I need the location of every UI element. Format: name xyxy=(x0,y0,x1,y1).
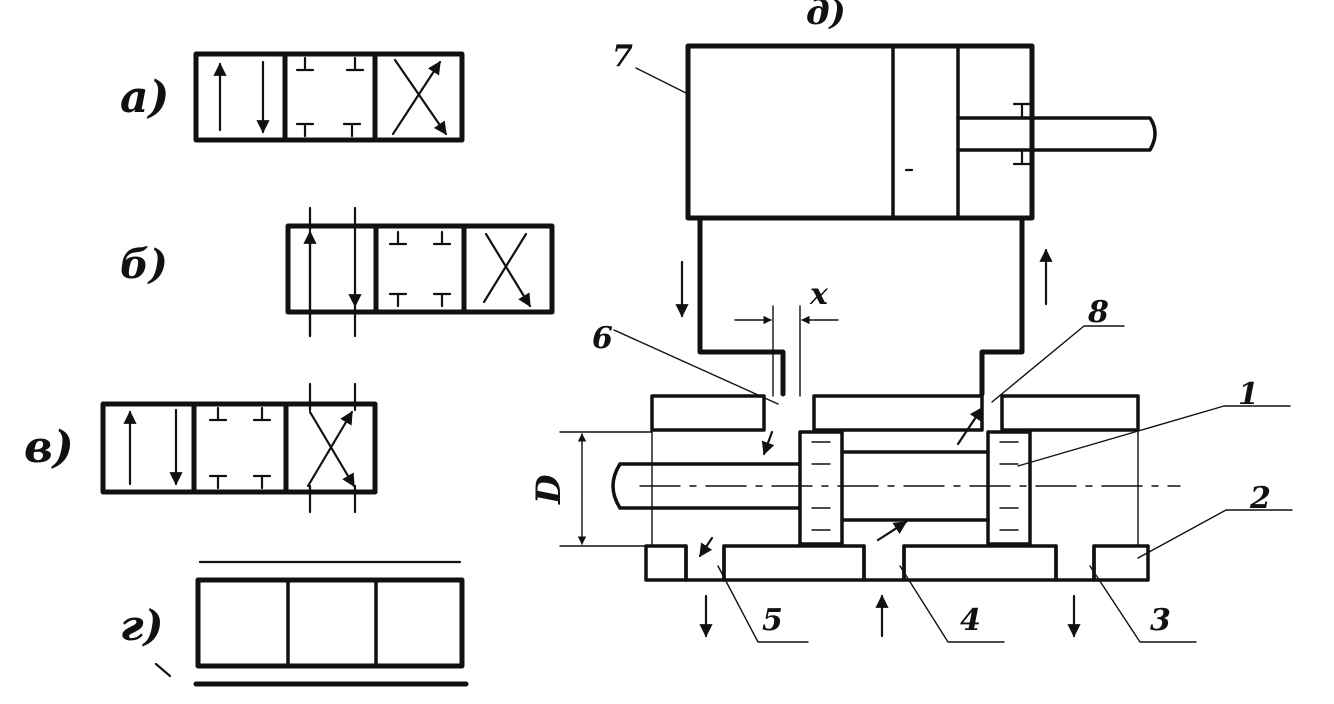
hydraulic-cylinder: д) 7 xyxy=(612,0,1157,397)
valve-housing xyxy=(644,394,1150,582)
stray-mark xyxy=(154,662,172,678)
symbol-g: г) xyxy=(120,560,469,687)
symbol-g-frame xyxy=(195,577,465,669)
cross-arrow-icon xyxy=(306,410,354,488)
dimension-x-label: x xyxy=(809,277,829,312)
label-v: в) xyxy=(24,422,74,473)
flow-arrow-icon xyxy=(761,430,775,456)
spool xyxy=(611,406,1181,558)
symbol-a: а) xyxy=(120,51,465,143)
leader-6 xyxy=(613,329,779,405)
spool-land-left xyxy=(798,430,844,546)
flow-arrow-icon xyxy=(876,520,908,542)
leader-7 xyxy=(635,67,689,95)
callout-4: 4 xyxy=(960,603,981,638)
housing-wall xyxy=(1092,544,1150,582)
callout-1: 1 xyxy=(1238,377,1259,412)
piston-rod xyxy=(956,116,1157,152)
blocked-port-icon xyxy=(208,406,272,490)
blocked-port-icon xyxy=(295,56,365,138)
dimension-x: x xyxy=(734,277,839,397)
callout-5: 5 xyxy=(762,603,783,638)
spool-stem xyxy=(611,462,802,510)
cross-arrow-icon xyxy=(482,232,528,304)
label-b: б) xyxy=(120,241,168,288)
rod-seal-icon xyxy=(1012,102,1032,166)
dimension-d-label: D xyxy=(529,474,569,505)
symbol-a-frame xyxy=(193,51,465,143)
land-hatching xyxy=(811,441,1019,531)
spool-land-right xyxy=(986,430,1032,546)
pipe-right xyxy=(979,215,1025,397)
flow-arrow-icon xyxy=(698,536,714,558)
symbol-b: б) xyxy=(120,206,555,338)
housing-wall xyxy=(812,394,984,432)
symbol-v-frame xyxy=(100,401,378,495)
port-flow-arrows xyxy=(699,594,1081,638)
leader-4 xyxy=(899,565,1005,643)
callout-2: 2 xyxy=(1249,481,1271,516)
leader-5 xyxy=(717,565,809,643)
callout-7: 7 xyxy=(612,39,633,74)
leader-3 xyxy=(1089,565,1197,643)
housing-wall xyxy=(644,544,688,582)
callout-8: 8 xyxy=(1087,295,1109,330)
cross-arrow-icon xyxy=(308,410,356,488)
symbol-v: в) xyxy=(24,382,378,514)
dimension-d: D xyxy=(529,431,653,547)
blocked-port-icon xyxy=(388,230,452,308)
leader-1 xyxy=(1017,405,1291,467)
port-openings xyxy=(684,544,1096,582)
callout-3: 3 xyxy=(1150,603,1171,638)
callouts: 6 8 1 2 5 4 3 xyxy=(592,295,1293,643)
cylinder-body xyxy=(685,43,1035,221)
housing-wall xyxy=(902,544,1058,582)
top-label-fragment: д) xyxy=(806,0,846,33)
cross-arrow-icon xyxy=(484,232,532,308)
pipe-left xyxy=(697,215,786,397)
cross-arrow-icon xyxy=(393,58,448,136)
housing-wall xyxy=(722,544,866,582)
housing-wall xyxy=(1000,394,1140,432)
label-g: г) xyxy=(120,601,164,650)
callout-6: 6 xyxy=(592,321,613,356)
label-a: а) xyxy=(120,72,169,123)
cross-arrow-icon xyxy=(391,60,442,136)
symbol-b-frame xyxy=(285,223,555,315)
leader-2 xyxy=(1137,509,1293,559)
leader-8 xyxy=(991,325,1125,403)
housing-wall xyxy=(650,394,766,432)
flow-arrow-icon xyxy=(956,406,984,446)
